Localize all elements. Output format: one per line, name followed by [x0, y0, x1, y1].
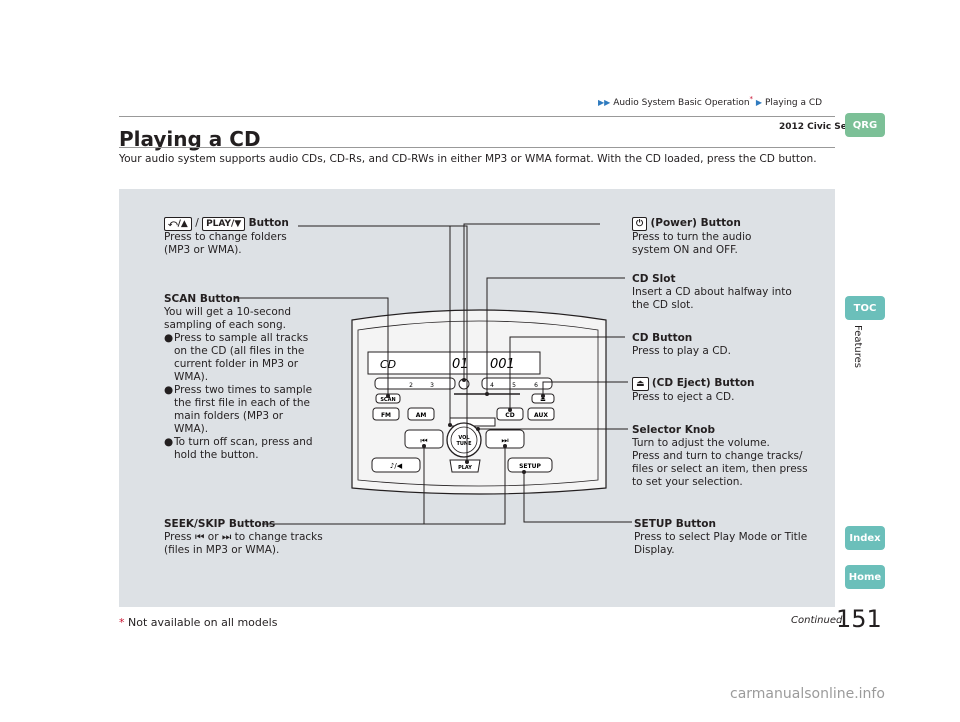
eject-title: (CD Eject) Button	[651, 377, 755, 389]
svg-text:⏮: ⏮	[420, 436, 427, 445]
breadcrumb-current: Playing a CD	[764, 98, 823, 108]
callout-seek: SEEK/SKIP Buttons Press ⏮ or ⏭ to change…	[164, 518, 334, 557]
preset-5: 5	[512, 382, 516, 389]
scan-bullet-text: Press two times to sample the first file…	[174, 384, 313, 435]
footnote: * Not available on all models	[119, 616, 277, 629]
setup-desc: Press to select Play Mode or Title Displ…	[634, 531, 808, 556]
selector-desc1: Turn to adjust the volume.	[632, 437, 770, 449]
callout-selector: Selector Knob Turn to adjust the volume.…	[632, 424, 812, 489]
folder-sep: /	[195, 217, 199, 229]
skip-forward-icon: ⏭	[221, 531, 232, 543]
scan-bullet: ●Press two times to sample the first fil…	[164, 384, 313, 435]
unit-aux-label: AUX	[534, 412, 548, 419]
triangle-icon: ▶▶	[598, 98, 611, 107]
seek-desc-b: to change tracks (files in MP3 or WMA).	[164, 531, 323, 556]
scan-title: SCAN Button	[164, 293, 241, 305]
preset-6: 6	[534, 382, 538, 389]
callout-folder: ⤺/▲ / PLAY/▼ Button Press to change fold…	[164, 217, 314, 257]
preset-4: 4	[490, 382, 494, 389]
callout-cd-slot: CD Slot Insert a CD about halfway into t…	[632, 273, 812, 312]
unit-am-label: AM	[416, 412, 427, 419]
callout-setup: SETUP Button Press to select Play Mode o…	[634, 518, 814, 557]
section-label: Features	[852, 325, 863, 368]
tab-home[interactable]: Home	[845, 565, 885, 589]
seek-title: SEEK/SKIP Buttons	[164, 518, 276, 530]
skip-back-icon: ⏮	[194, 531, 205, 543]
unit-play-label: PLAY	[458, 465, 472, 471]
cdslot-title: CD Slot	[632, 273, 676, 285]
callout-eject: ⏏ (CD Eject) Button Press to eject a CD.	[632, 377, 792, 404]
svg-text:⏭: ⏭	[501, 436, 508, 445]
breadcrumb: ▶▶ Audio System Basic Operation* ▶ Playi…	[598, 95, 822, 108]
page-number: 151	[836, 605, 882, 633]
folder-desc: Press to change folders (MP3 or WMA).	[164, 231, 287, 256]
scan-bullet-text: Press to sample all tracks on the CD (al…	[174, 332, 309, 383]
folder-title-suffix: Button	[248, 217, 289, 229]
power-desc: Press to turn the audio system ON and OF…	[632, 231, 752, 256]
play-key-label: PLAY	[206, 219, 232, 229]
unit-setup-label: SETUP	[519, 463, 541, 470]
intro-text: Your audio system supports audio CDs, CD…	[119, 153, 817, 165]
continued-label: Continued	[791, 615, 843, 626]
header-rule	[119, 116, 835, 117]
title-rule	[119, 147, 835, 148]
setup-title: SETUP Button	[634, 518, 716, 530]
display-track: 01	[452, 357, 469, 372]
scan-bullet-text: To turn off scan, press and hold the but…	[174, 436, 313, 461]
eject-icon: ⏏	[632, 377, 649, 391]
display-time: 001	[490, 357, 515, 372]
footnote-star: *	[119, 616, 125, 629]
play-down-icon: PLAY/▼	[202, 217, 246, 231]
seek-desc-or: or	[207, 531, 219, 543]
selector-title: Selector Knob	[632, 424, 716, 436]
footnote-text: Not available on all models	[128, 616, 278, 629]
power-icon: ⏻	[632, 217, 648, 231]
scan-bullet: ●To turn off scan, press and hold the bu…	[164, 436, 313, 461]
unit-scan-label: SCAN	[380, 397, 395, 403]
triangle-icon: ▶	[755, 98, 763, 107]
cdslot-desc: Insert a CD about halfway into the CD sl…	[632, 286, 792, 311]
preset-3: 3	[430, 382, 434, 389]
callout-scan: SCAN Button You will get a 10-second sam…	[164, 293, 314, 462]
cdbutton-desc: Press to play a CD.	[632, 345, 731, 357]
unit-cd-label: CD	[505, 412, 514, 419]
scan-bullet: ●Press to sample all tracks on the CD (a…	[164, 332, 314, 384]
unit-fm-label: FM	[381, 412, 391, 419]
callout-cd-button: CD Button Press to play a CD.	[632, 332, 792, 358]
unit-vol-label: VOL	[458, 435, 470, 441]
watermark: carmanualsonline.info	[730, 686, 885, 702]
svg-text:♪/◀: ♪/◀	[390, 462, 403, 470]
preset-2: 2	[409, 382, 413, 389]
seek-desc-a: Press	[164, 531, 192, 543]
folder-up-icon: ⤺/▲	[164, 217, 192, 231]
unit-tune-label: TUNE	[456, 441, 472, 447]
tab-index[interactable]: Index	[845, 526, 885, 550]
svg-text:⏏: ⏏	[540, 396, 546, 403]
model-tag: 2012 Civic Sedan	[779, 122, 866, 132]
eject-desc: Press to eject a CD.	[632, 391, 735, 403]
callout-power: ⏻ (Power) Button Press to turn the audio…	[632, 217, 772, 257]
breadcrumb-parent[interactable]: Audio System Basic Operation	[613, 98, 750, 108]
tab-toc[interactable]: TOC	[845, 296, 885, 320]
cdbutton-title: CD Button	[632, 332, 693, 344]
selector-desc2: Press and turn to change tracks/ files o…	[632, 450, 808, 488]
asterisk-mark: *	[749, 95, 754, 103]
scan-desc: You will get a 10-second sampling of eac…	[164, 306, 292, 331]
power-title: (Power) Button	[650, 217, 741, 229]
tab-qrg[interactable]: QRG	[845, 113, 885, 137]
